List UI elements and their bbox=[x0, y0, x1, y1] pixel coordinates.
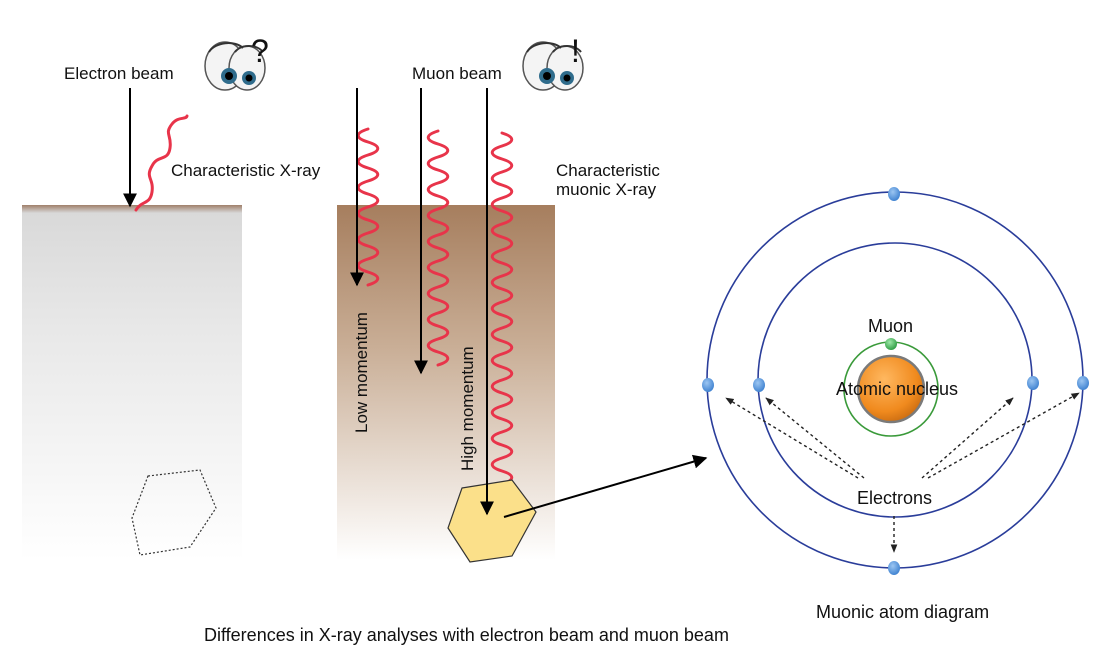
electron-inner-left bbox=[753, 378, 765, 392]
question-mark-symbol: ? bbox=[251, 33, 269, 69]
low-momentum-label: Low momentum bbox=[352, 312, 371, 433]
electron-hidden-hexagon bbox=[131, 469, 217, 556]
atomic-nucleus-label: Atomic nucleus bbox=[836, 379, 958, 399]
muon-particle bbox=[885, 338, 897, 350]
electron-top bbox=[888, 187, 900, 201]
high-momentum-xray-wave bbox=[490, 131, 514, 512]
electron-sample-surface bbox=[22, 205, 242, 213]
target-hexagon bbox=[447, 479, 537, 563]
high-momentum-label: High momentum bbox=[458, 346, 477, 471]
electrons-pointer-outer-left bbox=[725, 397, 859, 479]
low-momentum-xray-wave bbox=[356, 127, 380, 287]
electron-sample-block bbox=[22, 205, 242, 560]
electron-inner-right bbox=[1027, 376, 1039, 390]
characteristic-muonic-xray-label-1: Characteristic bbox=[556, 161, 660, 180]
electron-outer-left bbox=[702, 378, 714, 392]
muonic-atom-diagram-label: Muonic atom diagram bbox=[816, 602, 989, 622]
atomic-nucleus bbox=[856, 354, 926, 424]
mid-momentum-xray-wave bbox=[426, 129, 450, 367]
electrons-label: Electrons bbox=[857, 488, 932, 508]
characteristic-xray-wave bbox=[134, 114, 189, 212]
muon-beam-label: Muon beam bbox=[412, 64, 502, 83]
exclamation-mark-symbol: ! bbox=[571, 33, 580, 69]
confused-eyes-icon: ? bbox=[204, 33, 269, 91]
electrons-pointer-inner-right bbox=[921, 397, 1014, 479]
electrons-pointer-outer-right bbox=[927, 392, 1080, 479]
characteristic-xray-label: Characteristic X-ray bbox=[171, 161, 321, 180]
electron-beam-label: Electron beam bbox=[64, 64, 174, 83]
surprised-eyes-icon: ! bbox=[522, 33, 584, 91]
characteristic-muonic-xray-label-2: muonic X-ray bbox=[556, 180, 657, 199]
electron-bottom bbox=[888, 561, 900, 575]
muon-label: Muon bbox=[868, 316, 913, 336]
figure-caption: Differences in X-ray analyses with elect… bbox=[204, 625, 729, 645]
electron-outer-right bbox=[1077, 376, 1089, 390]
zoom-arrow bbox=[503, 454, 708, 518]
